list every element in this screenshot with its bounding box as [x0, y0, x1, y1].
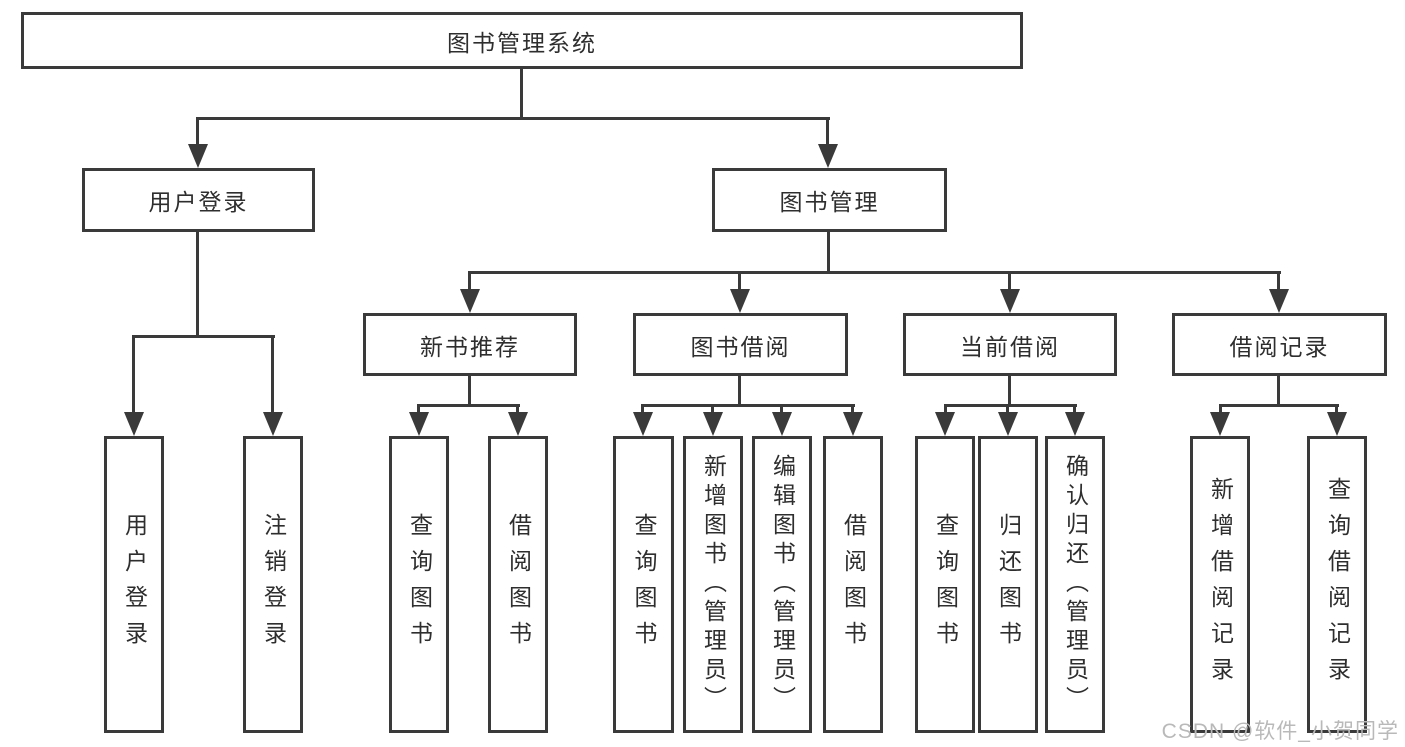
leaf-label: 编辑图书（管理员）: [769, 454, 796, 715]
leaf-label: 借阅图书: [505, 512, 532, 657]
node-current-borrow: 当前借阅: [903, 313, 1117, 376]
connector-line: [851, 404, 854, 412]
connector-line: [469, 271, 1281, 274]
node-label: 借阅记录: [1229, 333, 1330, 360]
connector-line: [417, 404, 520, 407]
node-new-book-recommend: 新书推荐: [363, 313, 577, 376]
connector-line: [1219, 404, 1339, 407]
connector-line: [641, 404, 855, 407]
leaf-label: 新增借阅记录: [1207, 476, 1234, 693]
node-label: 图书管理: [779, 189, 880, 215]
connector-line: [780, 404, 783, 412]
leaf-label: 用户登录: [121, 512, 148, 657]
connector-line: [827, 232, 830, 273]
connector-line: [520, 69, 523, 119]
leaf-label: 查询图书: [631, 512, 657, 657]
arrowhead-down-icon: [1327, 412, 1347, 436]
leaf-label: 查询图书: [406, 512, 433, 657]
node-book-management: 图书管理: [712, 168, 947, 232]
leaf-borrow-books-recommend: 借阅图书: [488, 436, 548, 733]
arrowhead-down-icon: [935, 412, 955, 436]
node-library-system: 图书管理系统: [21, 12, 1023, 69]
connector-line: [1008, 271, 1011, 289]
leaf-label: 确认归还（管理员）: [1062, 454, 1089, 715]
leaf-label: 查询借阅记录: [1324, 476, 1351, 693]
arrowhead-down-icon: [843, 412, 863, 436]
arrowhead-down-icon: [772, 412, 792, 436]
leaf-logout: 注销登录: [243, 436, 303, 733]
arrowhead-down-icon: [818, 144, 838, 168]
connector-line: [468, 376, 471, 406]
connector-line: [738, 271, 741, 289]
connector-line: [641, 404, 644, 412]
node-label: 新书推荐: [420, 333, 520, 360]
connector-line: [132, 335, 275, 338]
leaf-borrow-books: 借阅图书: [823, 436, 883, 733]
leaf-label: 注销登录: [260, 512, 287, 657]
node-label: 图书借阅: [690, 333, 791, 360]
node-label: 当前借阅: [960, 333, 1060, 360]
leaf-confirm-return-admin: 确认归还（管理员）: [1045, 436, 1105, 733]
connector-line: [516, 404, 519, 412]
arrowhead-down-icon: [1269, 289, 1289, 313]
node-borrow-records: 借阅记录: [1172, 313, 1387, 376]
arrowhead-down-icon: [188, 144, 208, 168]
arrowhead-down-icon: [409, 412, 429, 436]
leaf-edit-book-admin: 编辑图书（管理员）: [752, 436, 812, 733]
arrowhead-down-icon: [730, 289, 750, 313]
arrowhead-down-icon: [998, 412, 1018, 436]
connector-line: [196, 232, 199, 337]
leaf-query-borrow-record: 查询借阅记录: [1307, 436, 1367, 733]
connector-line: [944, 404, 947, 412]
connector-line: [1073, 404, 1076, 412]
leaf-add-borrow-record: 新增借阅记录: [1190, 436, 1250, 733]
connector-line: [1006, 404, 1009, 412]
leaf-label: 查询图书: [932, 512, 959, 657]
leaf-query-books-borrow: 查询图书: [613, 436, 674, 733]
arrowhead-down-icon: [124, 412, 144, 436]
connector-line: [1219, 404, 1222, 412]
connector-line: [1277, 271, 1280, 289]
arrowhead-down-icon: [1065, 412, 1085, 436]
connector-line: [738, 376, 741, 406]
leaf-query-books-current: 查询图书: [915, 436, 975, 733]
leaf-label: 借阅图书: [840, 512, 867, 657]
arrowhead-down-icon: [263, 412, 283, 436]
arrowhead-down-icon: [1000, 289, 1020, 313]
arrowhead-down-icon: [633, 412, 653, 436]
connector-line: [417, 404, 420, 412]
connector-line: [271, 335, 274, 412]
node-book-borrow: 图书借阅: [633, 313, 848, 376]
node-label: 用户登录: [148, 189, 249, 215]
connector-line: [132, 335, 135, 412]
connector-line: [1335, 404, 1338, 412]
node-label: 图书管理系统: [447, 29, 597, 56]
leaf-label: 归还图书: [995, 512, 1022, 657]
arrowhead-down-icon: [703, 412, 723, 436]
connector-line: [1277, 376, 1280, 406]
leaf-user-login: 用户登录: [104, 436, 164, 733]
leaf-label: 新增图书（管理员）: [700, 454, 727, 715]
connector-line: [196, 117, 199, 145]
arrowhead-down-icon: [1210, 412, 1230, 436]
connector-line: [711, 404, 714, 412]
csdn-watermark: CSDN @软件_小贺同学: [1161, 720, 1399, 743]
connector-line: [468, 271, 471, 289]
arrowhead-down-icon: [508, 412, 528, 436]
leaf-query-books-recommend: 查询图书: [389, 436, 449, 733]
arrowhead-down-icon: [460, 289, 480, 313]
leaf-add-book-admin: 新增图书（管理员）: [683, 436, 743, 733]
leaf-return-books: 归还图书: [978, 436, 1038, 733]
connector-line: [196, 117, 830, 120]
connector-line: [944, 404, 1077, 407]
node-user-login: 用户登录: [82, 168, 315, 232]
connector-line: [1008, 376, 1011, 406]
connector-line: [826, 117, 829, 145]
